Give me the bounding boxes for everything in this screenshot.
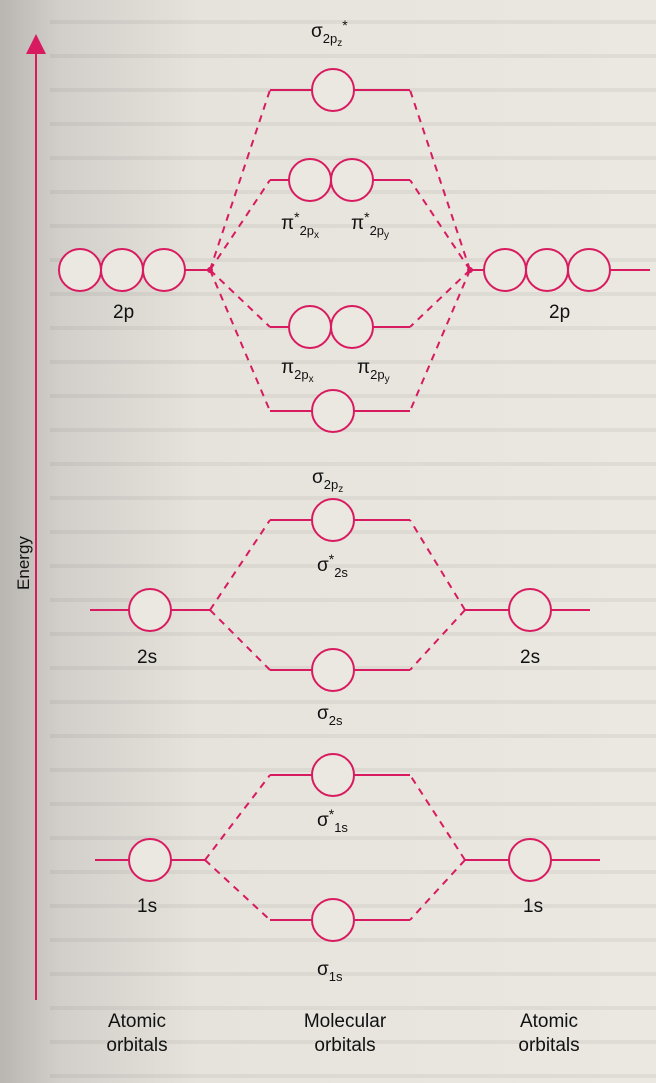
atomic-1s-right-orbital-circle [508,838,552,882]
atomic-label-2s-right: 2s [520,647,541,668]
atomic-2p-left-orbital-circle [58,248,102,292]
correlation-line-2p-right [409,269,471,328]
atomic-2p-left-orbital-circle [142,248,186,292]
correlation-line-2p-right [409,179,471,271]
mo-sigma-2pz-star-orbital-circle [311,68,355,112]
mo-label-sigma-1s-star: σ*1s [317,806,348,835]
mo-label-sigma-2pz: σ2pz [312,467,344,496]
atomic-2s-right-orbital-circle [508,588,552,632]
mo-sigma-2pz-orbital-circle [311,389,355,433]
atomic-label-1s-left: 1s [137,896,158,917]
mo-pi-2p-orbital-circle [330,305,374,349]
correlation-line-2p-right [409,269,471,412]
energy-axis-label: Energy [14,536,33,590]
mo-label-pi-2px-star: π*2px [281,209,320,241]
correlation-line-1s-left [204,859,271,921]
mo-pi-2p-star-orbital-circle [330,158,374,202]
atomic-2p-right-orbital-circle [567,248,611,292]
mo-label-sigma-2s-star: σ*2s [317,551,348,580]
correlation-line-2p-left [209,179,271,271]
correlation-line-1s-right [409,859,466,921]
atomic-label-2p-left: 2p [113,302,135,323]
correlation-line-2s-left [209,609,271,671]
junction-dot [207,267,213,273]
atomic-label-1s-right: 1s [523,896,544,917]
atomic-2p-right-orbital-circle [525,248,569,292]
atomic-label-2s-left: 2s [137,647,158,668]
mo-label-sigma-1s: σ1s [317,959,343,985]
mo-label-sigma-2pz-star: σ2pz* [311,17,348,49]
junction-dot [467,267,473,273]
mo-sigma-1s-star-orbital-circle [311,753,355,797]
correlation-line-2s-right [409,519,466,611]
mo-label-pi-2px: π2px [281,357,314,386]
atomic-2p-right-orbital-circle [483,248,527,292]
correlation-line-2p-right [409,89,471,271]
mo-sigma-2s-star-orbital-circle [311,498,355,542]
correlation-line-2p-left [209,269,271,412]
mo-pi-2p-orbital-circle [288,305,332,349]
mo-sigma-1s-orbital-circle [311,898,355,942]
correlation-line-2s-left [209,519,271,611]
atomic-label-2p-right: 2p [549,302,571,323]
mo-label-sigma-2s: σ2s [317,703,343,729]
correlation-line-1s-right [409,774,466,861]
correlation-line-2p-left [209,269,271,328]
mo-sigma-2s-orbital-circle [311,648,355,692]
mo-label-pi-2py-star: π*2py [351,209,390,241]
atomic-2p-left-orbital-circle [100,248,144,292]
atomic-1s-left-orbital-circle [128,838,172,882]
mo-pi-2p-star-orbital-circle [288,158,332,202]
correlation-line-2p-left [209,89,271,271]
mo-label-pi-2py: π2py [357,357,390,386]
correlation-line-1s-left [204,774,271,861]
correlation-line-2s-right [409,609,466,671]
atomic-2s-left-orbital-circle [128,588,172,632]
